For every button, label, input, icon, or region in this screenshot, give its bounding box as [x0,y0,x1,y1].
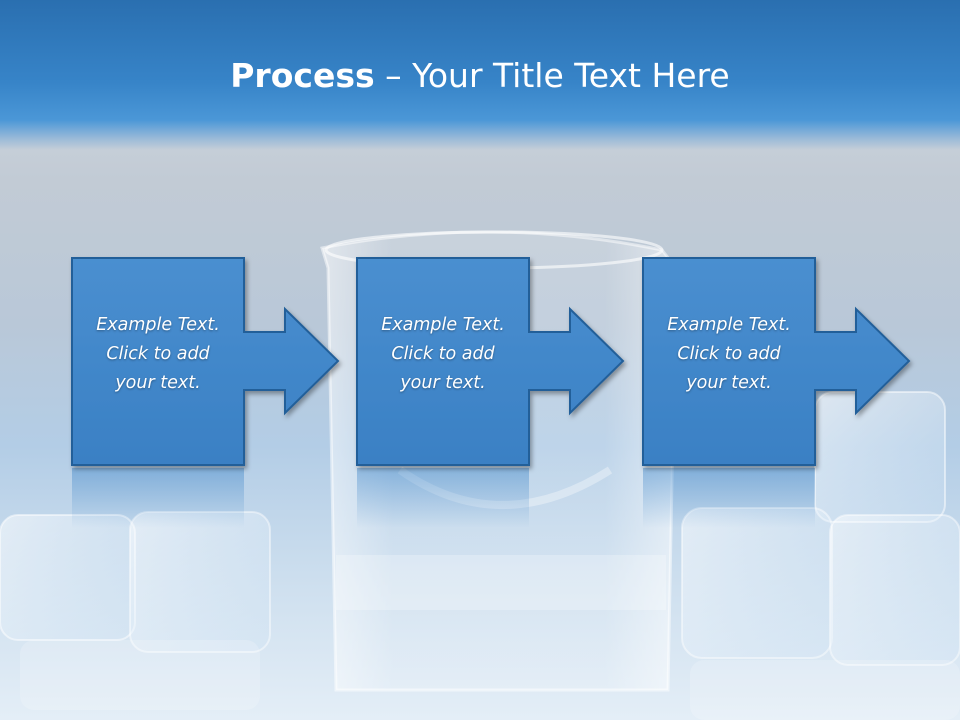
step-3-text[interactable]: Example Text. Click to add your text. [643,311,815,398]
step-2-line-2: Click to add [391,344,495,364]
step-1-text[interactable]: Example Text. Click to add your text. [72,311,244,398]
slide-title[interactable]: Process – Your Title Text Here [0,54,960,98]
step-3-line-3: your text. [686,373,772,393]
step-3-line-1: Example Text. [667,315,791,335]
title-rest: – Your Title Text Here [374,56,730,95]
step-3-line-2: Click to add [677,344,781,364]
title-bold: Process [230,56,375,95]
step-reflections [72,468,815,528]
header-band [0,0,960,150]
step-3-shape[interactable] [642,257,911,466]
step-1-line-2: Click to add [106,344,210,364]
step-2-line-1: Example Text. [381,315,505,335]
ice-cubes-right [681,391,960,720]
step-2-line-3: your text. [400,373,486,393]
step-1-line-1: Example Text. [96,315,220,335]
step-2-shape[interactable] [356,257,625,466]
step-1-line-3: your text. [115,373,201,393]
step-2-text[interactable]: Example Text. Click to add your text. [357,311,529,398]
step-1-shape[interactable] [71,257,340,466]
ice-cubes-left [0,511,271,710]
